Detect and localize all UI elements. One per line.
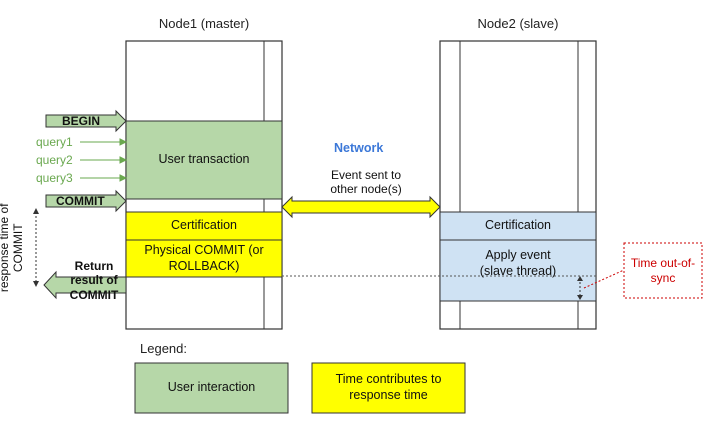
physical-commit-box bbox=[125, 239, 283, 278]
network-label: Network bbox=[334, 141, 384, 155]
query-arrows bbox=[80, 138, 128, 182]
return-result-label: Return result of COMMIT bbox=[69, 259, 119, 302]
query1-label: query1 bbox=[36, 135, 73, 149]
begin-label: BEGIN bbox=[62, 114, 101, 128]
legend-title: Legend: bbox=[140, 341, 187, 356]
network-double-arrow bbox=[281, 195, 441, 219]
out-of-sync-arrowhead-bottom bbox=[577, 295, 583, 300]
event-sent-label: Event sent to other node(s) bbox=[330, 168, 402, 197]
commit-arrow bbox=[45, 189, 127, 213]
apply-event-box bbox=[439, 239, 597, 302]
response-time-arrowhead-top bbox=[33, 208, 39, 214]
return-result-arrow bbox=[43, 270, 127, 300]
response-time-label: response time of COMMIT bbox=[0, 203, 25, 293]
legend-user-interaction-swatch bbox=[134, 362, 289, 414]
legend-response-time-label: Time contributes to response time bbox=[335, 372, 442, 402]
out-of-sync-callout bbox=[623, 242, 703, 299]
begin-arrow bbox=[45, 109, 127, 133]
physical-commit-label: Physical COMMIT (or ROLLBACK) bbox=[144, 242, 264, 273]
user-transaction-label: User transaction bbox=[158, 152, 250, 167]
response-time-arrowhead-bottom bbox=[33, 281, 39, 287]
master-certification-label: Certification bbox=[171, 218, 237, 233]
slave-certification-label: Certification bbox=[485, 218, 551, 233]
query3-label: query3 bbox=[36, 171, 73, 185]
legend-user-interaction-label: User interaction bbox=[167, 380, 256, 395]
out-of-sync-connector bbox=[583, 269, 625, 289]
user-transaction-box bbox=[125, 120, 283, 200]
legend-response-time-swatch bbox=[311, 362, 466, 414]
master-node-title: Node1 (master) bbox=[158, 16, 250, 31]
apply-event-label: Apply event (slave thread) bbox=[479, 248, 557, 278]
commit-label: COMMIT bbox=[56, 194, 105, 208]
query2-label: query2 bbox=[36, 153, 73, 167]
out-of-sync-label: Time out-of-sync bbox=[630, 256, 696, 285]
out-of-sync-arrowhead-top bbox=[577, 276, 583, 281]
slave-node-title: Node2 (slave) bbox=[477, 16, 559, 31]
